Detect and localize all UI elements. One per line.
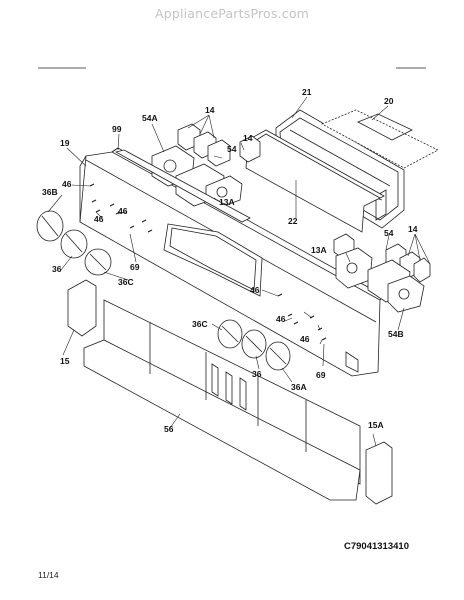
callout-46-a: 46 xyxy=(62,179,72,189)
left-bracket xyxy=(67,279,97,337)
callout-69-left: 69 xyxy=(130,262,140,272)
watermark: AppliancePartsPros.com xyxy=(154,6,310,21)
callout-54-lower: 54 xyxy=(384,228,394,238)
callout-36B: 36B xyxy=(42,187,58,197)
callout-46-c: 46 xyxy=(118,206,128,216)
right-bracket xyxy=(365,441,393,505)
callout-20: 20 xyxy=(384,96,394,106)
trim-strip xyxy=(114,149,251,223)
callout-46-e: 46 xyxy=(276,314,286,324)
callout-19: 19 xyxy=(60,138,70,148)
callout-99: 99 xyxy=(112,124,122,134)
callout-46-f: 46 xyxy=(300,334,310,344)
callout-13A-lower: 13A xyxy=(311,245,327,255)
callout-54-upper: 54 xyxy=(227,144,237,154)
callout-15: 15 xyxy=(60,356,70,366)
callout-22: 22 xyxy=(288,216,298,226)
callout-36C-right: 36C xyxy=(192,319,208,329)
callout-36A: 36A xyxy=(291,382,307,392)
callout-69-right: 69 xyxy=(316,370,326,380)
lower-switches xyxy=(333,233,431,313)
callout-labels: 14 14 14 21 20 99 19 54A 54 54 46 46 46 … xyxy=(42,87,418,434)
revision-date: 11/14 xyxy=(38,570,59,580)
knobs-right xyxy=(217,319,291,371)
callout-46-d: 46 xyxy=(250,285,260,295)
knobs-left xyxy=(36,210,112,276)
callout-14-mid: 14 xyxy=(243,133,253,143)
callout-21: 21 xyxy=(302,87,312,97)
callout-14-top: 14 xyxy=(205,105,215,115)
screw-markers xyxy=(89,183,327,341)
control-panel xyxy=(79,147,385,377)
diagram-code: C79041313410 xyxy=(344,541,409,552)
callout-36-right: 36 xyxy=(252,369,262,379)
callout-46-b: 46 xyxy=(94,214,104,224)
callout-56: 56 xyxy=(164,424,174,434)
leader-lines xyxy=(47,96,431,447)
callout-15A: 15A xyxy=(368,420,384,430)
rear-label xyxy=(321,109,439,169)
callout-54A: 54A xyxy=(142,113,158,123)
callout-36-left: 36 xyxy=(52,264,62,274)
back-panel xyxy=(83,299,361,501)
callout-13A-upper: 13A xyxy=(219,197,235,207)
callout-14-right: 14 xyxy=(408,224,418,234)
callout-54B: 54B xyxy=(388,329,404,339)
callout-36C-left: 36C xyxy=(118,277,134,287)
